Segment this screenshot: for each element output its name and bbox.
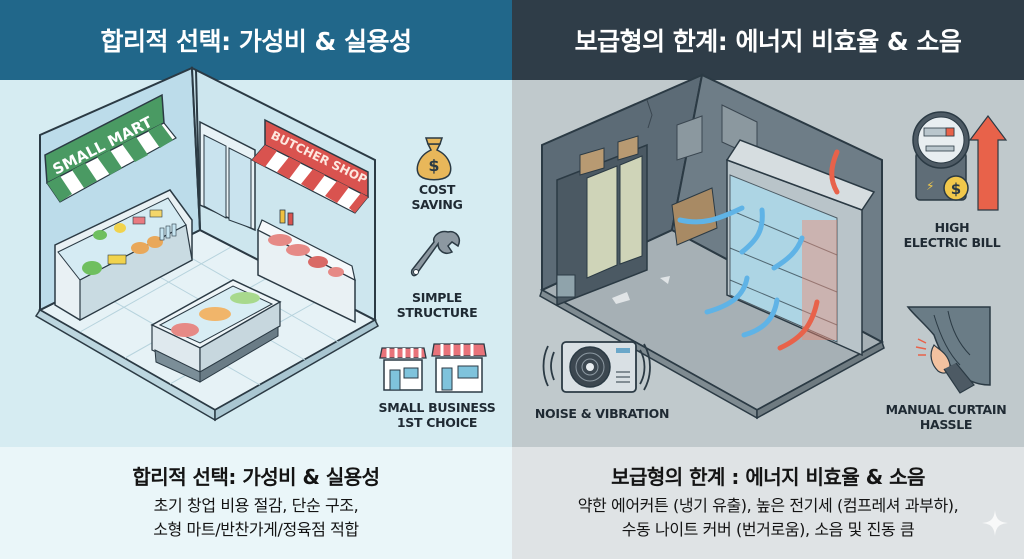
feature-label-simple-structure: SIMPLE STRUCTURE [396, 290, 478, 320]
right-scene-illustration: NOISE & VIBRATION ⚡ $ HIGH ELECTRIC BILL [512, 73, 1024, 447]
right-footer-title: 보급형의 한계 : 에너지 비효율 & 소음 [611, 465, 925, 489]
right-panel-limitations: 보급형의 한계: 에너지 비효율 & 소음 [512, 0, 1024, 559]
right-footer-line: 수동 나이트 커버 (번거로움), 소음 및 진동 큼 [621, 520, 915, 539]
right-footer-line: 약한 에어커튼 (냉기 유출), 높은 전기세 (컴프레셔 과부하), [577, 496, 959, 515]
right-footer-summary: 보급형의 한계 : 에너지 비효율 & 소음 약한 에어커튼 (냉기 유출), … [512, 447, 1024, 559]
curtain-hand-icon [906, 306, 991, 394]
svg-text:⚡: ⚡ [926, 179, 934, 193]
condenser-unit-icon [542, 341, 651, 393]
sparkle-watermark-icon [982, 510, 1008, 536]
left-footer-line: 초기 창업 비용 절감, 단순 구조, [153, 496, 359, 515]
condenser-unit-icon [540, 255, 640, 317]
electric-meter-icon: ⚡ $ [912, 111, 1008, 211]
left-footer-title: 합리적 선택: 가성비 & 실용성 [132, 465, 380, 489]
left-footer-summary: 합리적 선택: 가성비 & 실용성 초기 창업 비용 절감, 단순 구조, 소형… [0, 447, 512, 559]
left-header-title: 합리적 선택: 가성비 & 실용성 [0, 0, 512, 80]
feature-label-small-business: SMALL BUSINESS 1ST CHOICE [378, 400, 496, 430]
money-bag-icon: $ [416, 137, 452, 181]
svg-text:$: $ [951, 180, 961, 198]
feature-label-noise-vibration: NOISE & VIBRATION [534, 406, 670, 421]
left-scene-illustration: SMALL MART BUTCHER SHOP [0, 66, 512, 447]
feature-label-manual-curtain: MANUAL CURTAIN HASSLE [885, 402, 1007, 432]
left-panel-affordable: 합리적 선택: 가성비 & 실용성 [0, 0, 512, 559]
wrench-icon [410, 230, 460, 277]
left-footer-line: 소형 마트/반찬가게/정육점 적합 [153, 520, 359, 539]
feature-label-high-electric-bill: HIGH ELECTRIC BILL [903, 220, 1001, 250]
svg-text:$: $ [428, 156, 439, 175]
feature-label-cost-saving: COST SAVING [411, 182, 463, 212]
store-room-illustration: SMALL MART BUTCHER SHOP [34, 66, 379, 422]
right-header-title: 보급형의 한계: 에너지 비효율 & 소음 [512, 0, 1024, 80]
storefront-icon [379, 343, 487, 393]
